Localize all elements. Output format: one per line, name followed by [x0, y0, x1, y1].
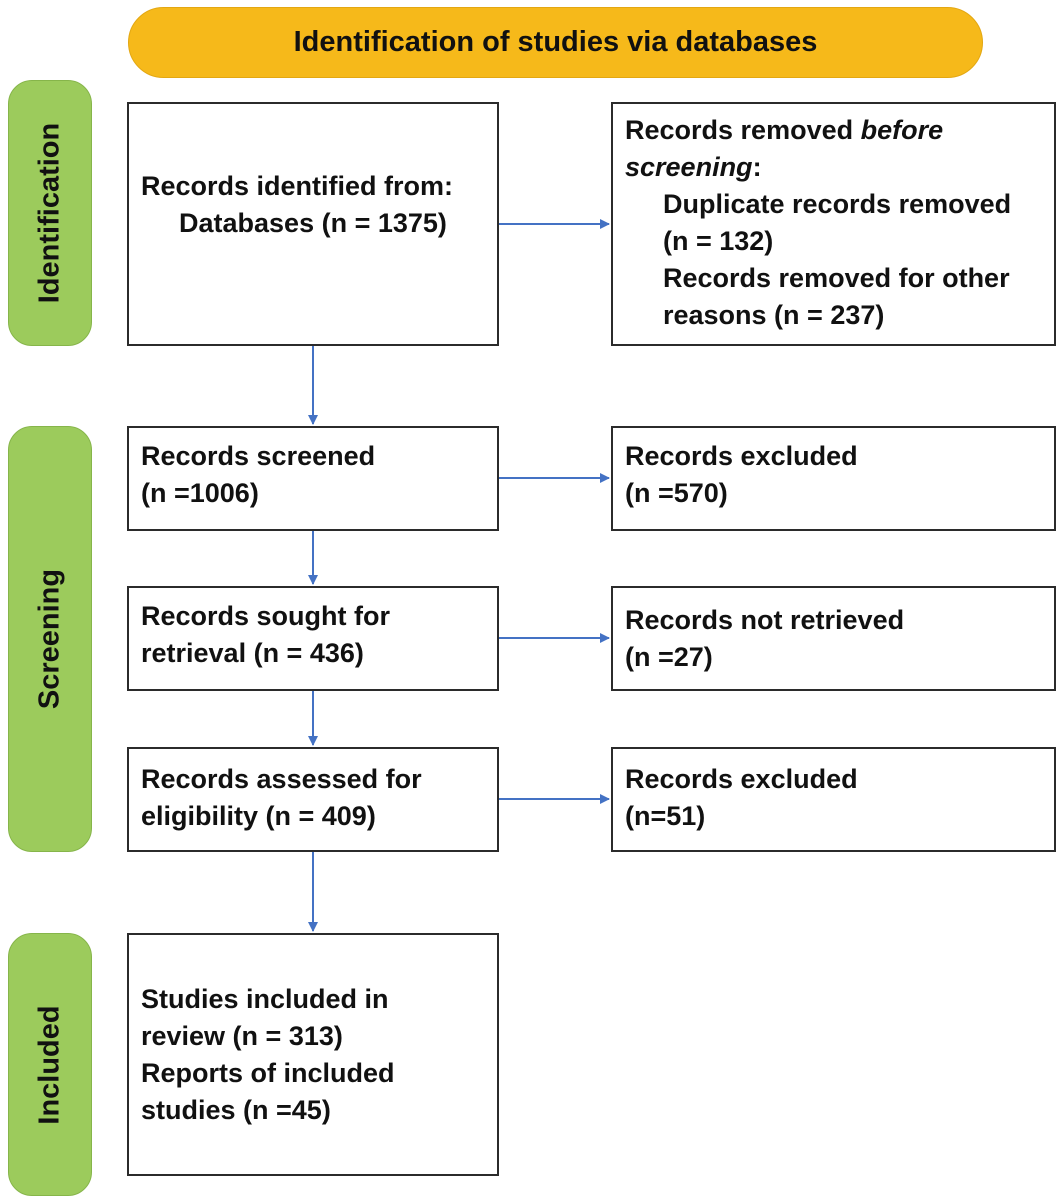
duplicate-records-label: Duplicate records removed — [663, 189, 1012, 219]
other-reasons-label: Records removed for other — [663, 263, 1010, 293]
studies-included-count: review (n = 313) — [141, 1021, 343, 1051]
sought-for-retrieval-count: retrieval (n = 436) — [141, 638, 364, 668]
not-retrieved-label: Records not retrieved — [625, 605, 905, 635]
header-title: Identification of studies via databases — [293, 26, 818, 58]
records-excluded-1-count: (n =570) — [625, 478, 728, 508]
box-sought-for-retrieval: Records sought for retrieval (n = 436) — [127, 586, 499, 691]
other-reasons-count: reasons (n = 237) — [663, 300, 885, 330]
reports-included-count: studies (n =45) — [141, 1095, 331, 1125]
stage-screening: Screening — [8, 426, 92, 852]
box-records-excluded-2: Records excluded (n=51) — [611, 747, 1056, 852]
removed-before-screening-title-line1: Records removed before — [625, 115, 944, 145]
reports-included-label: Reports of included — [141, 1058, 395, 1088]
records-screened-label: Records screened — [141, 441, 376, 471]
studies-included-label: Studies included in — [141, 984, 389, 1014]
box-not-retrieved: Records not retrieved (n =27) — [611, 586, 1056, 691]
header-banner: Identification of studies via databases — [128, 7, 983, 78]
records-excluded-1-label: Records excluded — [625, 441, 858, 471]
sought-for-retrieval-label: Records sought for — [141, 601, 391, 631]
duplicate-records-count: (n = 132) — [663, 226, 774, 256]
records-excluded-2-count: (n=51) — [625, 801, 706, 831]
box-removed-before-screening: Records removed before screening: Duplic… — [611, 102, 1056, 346]
records-identified-count: Databases (n = 1375) — [179, 208, 447, 238]
box-assessed-for-eligibility: Records assessed for eligibility (n = 40… — [127, 747, 499, 852]
records-identified-label: Records identified from: — [141, 171, 454, 201]
assessed-for-eligibility-label: Records assessed for — [141, 764, 422, 794]
box-records-screened: Records screened (n =1006) — [127, 426, 499, 531]
removed-before-screening-title-line2: screening: — [625, 152, 762, 182]
box-records-excluded-1: Records excluded (n =570) — [611, 426, 1056, 531]
stage-identification: Identification — [8, 80, 92, 346]
assessed-for-eligibility-count: eligibility (n = 409) — [141, 801, 376, 831]
box-records-identified: Records identified from: Databases (n = … — [127, 102, 499, 346]
not-retrieved-count: (n =27) — [625, 642, 713, 672]
box-studies-included: Studies included in review (n = 313) Rep… — [127, 933, 499, 1176]
stage-included: Included — [8, 933, 92, 1196]
records-excluded-2-label: Records excluded — [625, 764, 858, 794]
records-screened-count: (n =1006) — [141, 478, 259, 508]
